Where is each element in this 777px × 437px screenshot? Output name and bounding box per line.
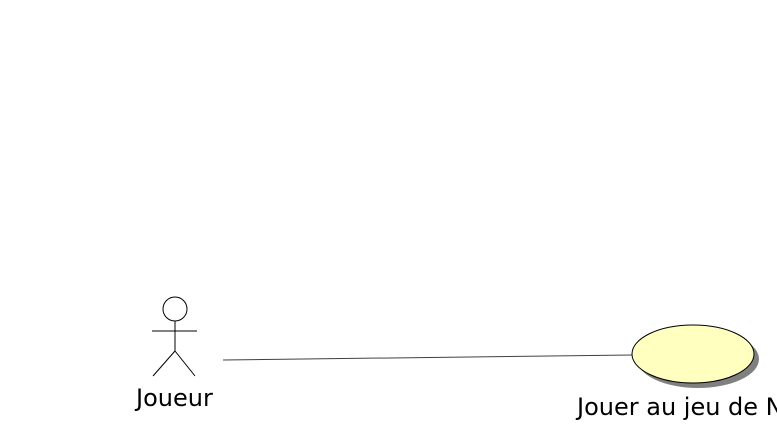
association-line[interactable] — [222, 354, 633, 361]
use-case-jouer[interactable] — [631, 324, 759, 388]
actor-joueur[interactable] — [152, 296, 197, 377]
actor-head — [162, 296, 188, 322]
use-case-ellipse — [631, 324, 755, 384]
stick-figure-icon — [152, 296, 197, 377]
actor-left-leg — [152, 350, 176, 377]
use-case-label: Jouer au jeu de N — [577, 393, 777, 421]
actor-label: Joueur — [136, 384, 213, 412]
actor-right-leg — [174, 350, 196, 377]
